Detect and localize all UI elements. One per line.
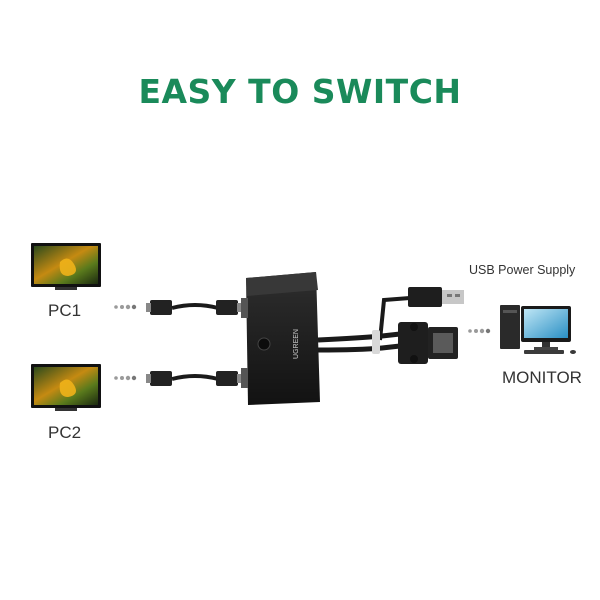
monitor-label: MONITOR xyxy=(502,368,582,387)
tv-pc2-icon xyxy=(31,364,101,411)
dots-monitor-icon xyxy=(468,328,491,334)
headline: EASY TO SWITCH xyxy=(138,72,462,111)
usb-power-label: USB Power Supply xyxy=(469,263,576,277)
tv-pc1-icon xyxy=(31,243,101,290)
vga-cable-1-icon xyxy=(146,300,242,315)
vga-output-plug-icon xyxy=(398,322,458,364)
pc2-label: PC2 xyxy=(48,423,82,442)
desktop-monitor-icon xyxy=(500,305,576,354)
dots-pc1-icon xyxy=(114,304,137,310)
brand-text: UGREEN xyxy=(293,329,300,359)
output-cables-icon xyxy=(317,296,411,354)
vga-switch-box-icon xyxy=(241,272,320,405)
usb-plug-icon xyxy=(408,287,464,307)
pc1-label: PC1 xyxy=(48,301,82,320)
dots-pc2-icon xyxy=(114,375,137,381)
vga-cable-2-icon xyxy=(146,371,242,386)
